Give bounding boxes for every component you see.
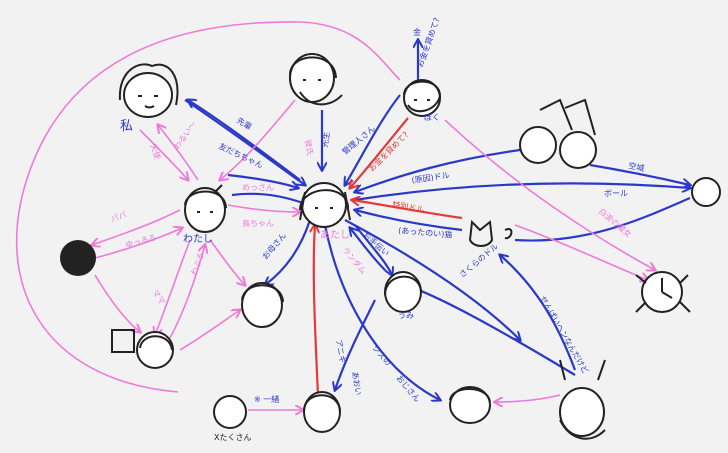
- red-cat-center: [352, 200, 463, 220]
- pink-mother-left: [169, 245, 205, 339]
- svg-text:お母さん: お母さん: [261, 231, 288, 261]
- pink-mother-bottomleft: [179, 310, 240, 351]
- svg-text:ママ: ママ: [150, 288, 167, 306]
- edge-center-hats: [354, 182, 690, 202]
- svg-text:彼氏: 彼氏: [303, 139, 316, 156]
- edge-watakushi-center: [184, 99, 305, 185]
- label-umi: うみ: [398, 311, 414, 320]
- label-x-kun: Xたくさん: [214, 433, 251, 442]
- pink-left-center: [227, 204, 300, 212]
- pink-top-left: [220, 99, 296, 180]
- svg-text:先生: 先生: [319, 131, 332, 148]
- edge-hats-center: [355, 148, 521, 192]
- node-umi[interactable]: [384, 271, 422, 313]
- node-ball-person[interactable]: [691, 177, 721, 207]
- svg-text:ゆっるる: ゆっるる: [124, 233, 157, 250]
- node-center-atashi[interactable]: [299, 182, 351, 228]
- svg-text:アニキ: アニキ: [334, 339, 347, 364]
- edge-center-watakushi: [188, 100, 301, 181]
- label-boku: ぼく: [424, 113, 440, 122]
- node-cat[interactable]: [468, 219, 513, 247]
- svg-text:特別ドル: 特別ドル: [392, 199, 425, 214]
- svg-text:友だちちゃん: 友だちちゃん: [217, 141, 265, 170]
- node-boku[interactable]: [403, 79, 442, 117]
- edge-center-left: [231, 192, 304, 205]
- svg-text:わるい～: わるい～: [172, 120, 198, 151]
- edge-umi-center: [350, 228, 386, 271]
- node-x-kun[interactable]: [213, 395, 247, 429]
- pink-watakushi-left: [139, 129, 188, 180]
- pink-black-left: [94, 228, 182, 259]
- node-mother[interactable]: [111, 329, 174, 369]
- red-edges: [314, 117, 463, 396]
- svg-text:パパ: パパ: [110, 210, 128, 224]
- svg-text:金: 金: [413, 27, 421, 37]
- outer-loop-edge: [15, 21, 401, 393]
- svg-text:シスの: シスの: [370, 344, 392, 368]
- pink-left-black: [92, 209, 181, 245]
- edge-left-center: [227, 173, 298, 188]
- red-boku-center: [350, 117, 409, 188]
- edge-center-bottomright: [344, 219, 520, 340]
- edge-cat-center: [355, 210, 463, 232]
- edge-cat-right: [514, 196, 691, 242]
- svg-text:あおい: あおい: [350, 371, 363, 396]
- blue-edges: [184, 40, 691, 400]
- edge-center-bottomleft: [265, 219, 312, 285]
- node-bottomleft-girl[interactable]: [241, 282, 284, 328]
- edge-hats-ball: [589, 163, 690, 185]
- node-black-ball[interactable]: [60, 240, 96, 276]
- pink-cat-spider: [514, 224, 648, 280]
- svg-text:(原因)ドル: (原因)ドル: [411, 171, 450, 185]
- svg-text:鳥ちゃん: 鳥ちゃん: [242, 218, 274, 228]
- pink-bunny-bottom: [495, 394, 561, 402]
- pink-edges: [92, 99, 655, 410]
- edge-bunny-cat: [500, 255, 577, 371]
- node-spider-clock[interactable]: [635, 271, 691, 313]
- node-bottom-girl[interactable]: [303, 391, 341, 433]
- pink-left-watakushi: [158, 125, 199, 181]
- svg-text:さくらのドル: さくらのドル: [458, 242, 501, 280]
- svg-text:先輩: 先輩: [235, 115, 254, 132]
- svg-text:ランダム: ランダム: [340, 245, 368, 276]
- pink-black-mother: [94, 274, 140, 332]
- label-watakushi: 私: [120, 119, 133, 134]
- pink-left-bottomleft: [209, 239, 245, 285]
- svg-text:空城: 空城: [628, 160, 646, 173]
- node-hats-pair[interactable]: [519, 98, 597, 169]
- node-bunny-girl[interactable]: [559, 359, 606, 440]
- pink-left-mother: [155, 239, 191, 335]
- edge-boku-center: [345, 94, 401, 185]
- red-bottom-center: [314, 225, 318, 396]
- node-bottom-boy[interactable]: [449, 386, 491, 424]
- svg-text:ボール: ボール: [604, 189, 628, 198]
- node-watakushi[interactable]: [118, 63, 179, 118]
- svg-text:わぶる: わぶる: [189, 251, 206, 277]
- pink-boku-spider: [444, 119, 655, 270]
- edge-center-bottom: [323, 224, 440, 400]
- node-watashi-left[interactable]: [184, 184, 227, 233]
- svg-text:めっさん: めっさん: [242, 183, 274, 192]
- node-top-girl[interactable]: [289, 53, 343, 106]
- svg-text:天使: 天使: [148, 142, 163, 160]
- edge-umi-bottom: [335, 299, 376, 390]
- label-watashi-left: わたし: [183, 233, 213, 245]
- svg-text:(あったのい)猫: (あったのい)猫: [398, 225, 453, 240]
- svg-text:せんぱいヘンなんだけど: せんぱいヘンなんだけど: [538, 295, 590, 376]
- label-center-atashi: あたし: [320, 229, 350, 241]
- svg-text:※ 一緒: ※ 一緒: [254, 394, 279, 404]
